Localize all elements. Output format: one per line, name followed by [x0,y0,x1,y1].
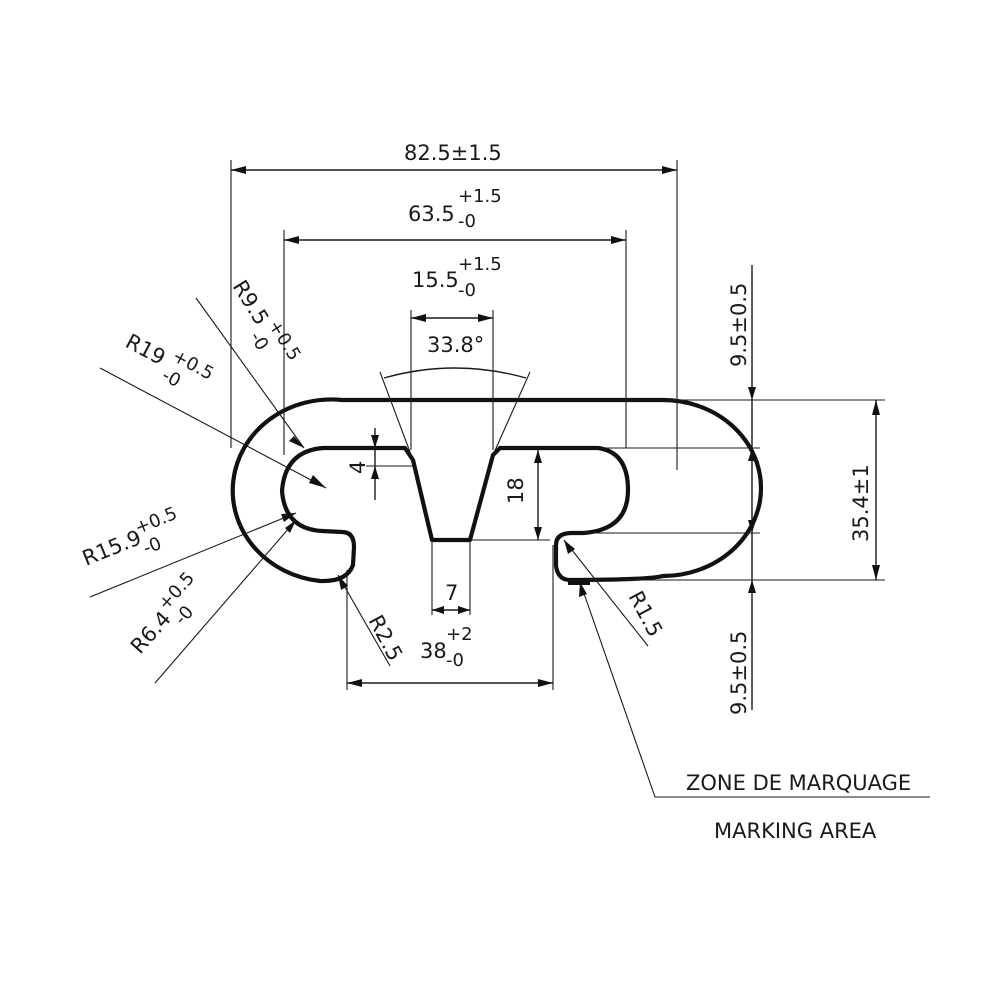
slot-width-tol-plus: +1.5 [458,254,502,275]
arrow-heads [231,166,880,687]
inner-width-tol-plus: +1.5 [458,186,502,207]
inner-width-tol-minus: -0 [458,211,476,232]
marking-notes: ZONE DE MARQUAGE MARKING AREA [686,771,911,843]
total-height-label: 35.4±1 [849,464,873,542]
marking-area-en: MARKING AREA [714,819,877,843]
dimension-labels: 82.5±1.5 63.5 +1.5 -0 15.5 +1.5 -0 33.8°… [346,141,873,715]
r-outer-label: R19 [122,329,170,370]
r-inner-top-label: R9.5 [228,276,274,329]
top-thickness-label: 9.5±0.5 [727,283,751,367]
foot-gap-label: 38 [420,639,447,663]
slot-width-tol-minus: -0 [458,280,476,301]
inner-width-label: 63.5 [408,202,455,226]
foot-gap-tol-plus: +2 [446,624,473,645]
bottom-thickness-label: 9.5±0.5 [727,631,751,715]
r-foot-label: R2.5 [364,611,408,665]
r-corner-label: R1.5 [624,587,668,641]
lip-thickness-label: 4 [346,461,370,474]
dimension-lines [89,160,930,798]
radius-labels: R19 +0.5 -0 R9.5 +0.5 -0 R15.9 +0.5 -0 R… [79,276,668,665]
marking-area-fr: ZONE DE MARQUAGE [686,771,911,795]
profile-outline [230,397,764,584]
slot-bottom-label: 7 [445,581,458,605]
foot-gap-tol-minus: -0 [446,650,464,671]
slot-angle-label: 33.8° [427,333,484,357]
r-inner-label: R15.9 [79,525,145,570]
slot-depth-label: 18 [504,477,528,504]
overall-width-label: 82.5±1.5 [404,141,502,165]
slot-width-label: 15.5 [412,268,459,292]
